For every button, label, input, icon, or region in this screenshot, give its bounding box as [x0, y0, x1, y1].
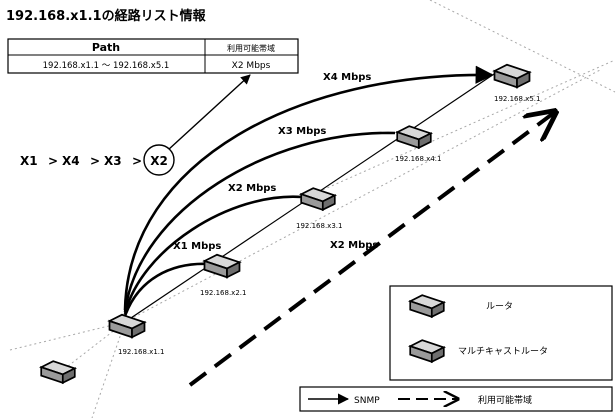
legend-snmp-label: SNMP [354, 396, 380, 406]
table-header-bandwidth: 利用可能帯域 [227, 43, 275, 53]
link-label-x3: X3 Mbps [278, 126, 326, 137]
compare-x2: X2 [150, 154, 168, 168]
router-x3: 192.168.x3.1 [296, 187, 342, 230]
title: 192.168.x1.1の経路リスト情報 [6, 8, 207, 24]
compare-x4: X4 [62, 154, 80, 168]
router-extra [40, 360, 76, 384]
bandwidth-comparison: X1 > X4 > X3 > X2 [20, 144, 175, 176]
compare-x1: X1 [20, 154, 38, 168]
link-label-x2: X2 Mbps [228, 183, 276, 194]
dashed-label-x2: X2 Mbps [330, 240, 378, 251]
router-x4: 192.168.x4.1 [395, 125, 441, 163]
router-label-x1: 192.168.x1.1 [118, 348, 164, 356]
pointer-arrow [167, 74, 251, 151]
router-label-x4: 192.168.x4.1 [395, 155, 441, 163]
compare-sep-3: > [132, 154, 142, 168]
available-bandwidth-arrow [188, 112, 555, 387]
router-x5: 192.168.x5.1 [493, 63, 540, 103]
path-table: Path 利用可能帯域 192.168.x1.1 ～ 192.168.x5.1 … [7, 38, 299, 74]
legend-multicast-router-label: マルチキャストルータ [458, 346, 548, 357]
snmp-curve-x2 [123, 195, 303, 315]
table-cell-path: 192.168.x1.1 ～ 192.168.x5.1 [43, 61, 170, 71]
table-header-path: Path [92, 41, 120, 54]
snmp-curve-x4 [123, 65, 494, 311]
multicast-router-x1: 192.168.x1.1 [108, 313, 164, 356]
legend: ルータ マルチキャストルータ SNMP 利用可能帯域 [299, 285, 613, 412]
compare-x3: X3 [104, 154, 122, 168]
snmp-curve-x3 [123, 131, 396, 313]
legend-router-label: ルータ [486, 301, 513, 312]
router-x2: 192.168.x2.1 [200, 253, 246, 297]
router-label-x5: 192.168.x5.1 [494, 95, 540, 103]
router-label-x3: 192.168.x3.1 [296, 222, 342, 230]
legend-available-label: 利用可能帯域 [478, 394, 532, 406]
snmp-curves [123, 65, 494, 317]
highlight-circle [143, 144, 175, 176]
compare-sep-2: > [90, 154, 100, 168]
router-label-x2: 192.168.x2.1 [200, 289, 246, 297]
compare-sep-1: > [48, 154, 58, 168]
link-label-x4: X4 Mbps [323, 72, 371, 83]
snmp-curve-x1 [123, 262, 211, 317]
link-label-x1: X1 Mbps [173, 241, 221, 252]
table-cell-bandwidth: X2 Mbps [232, 61, 271, 71]
